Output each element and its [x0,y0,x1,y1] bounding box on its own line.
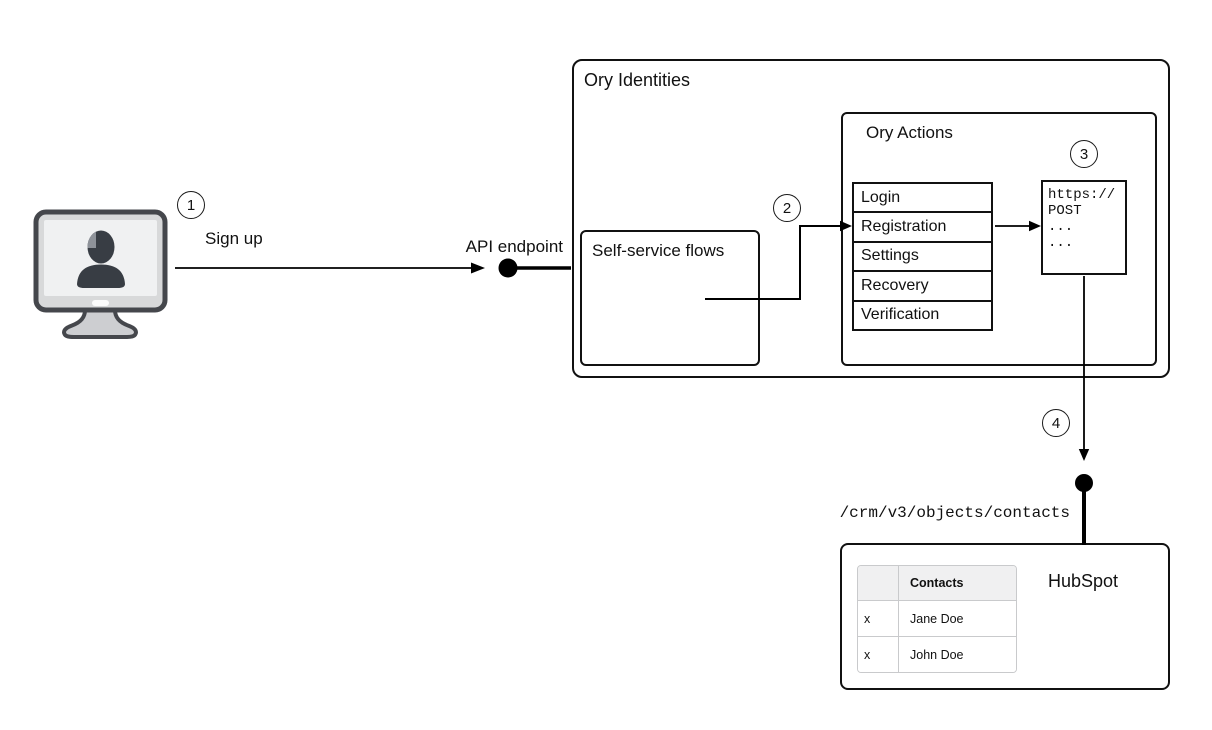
webhook-line-url: https:// [1048,187,1116,203]
webhook-line-method: POST [1048,203,1082,219]
step-4-number: 4 [1051,414,1061,432]
ory-identities-box [572,59,1170,378]
contacts-table: Contacts x Jane Doe x John Doe [857,565,1017,673]
hubspot-box: HubSpot Contacts x Jane Doe x John Doe [840,543,1170,690]
step-1-number: 1 [186,196,196,214]
step-4-badge: 4 [1042,409,1070,437]
monitor-user-icon [33,209,168,339]
contacts-table-header-row: Contacts [858,566,1016,600]
step-3-badge: 3 [1070,140,1098,168]
arrow-signup-to-endpoint [175,262,485,274]
self-service-flows-title: Self-service flows [592,241,725,260]
api-endpoint-node-dot [498,258,518,278]
monitor-stand [62,308,138,339]
step-3-number: 3 [1079,145,1089,163]
contact-name: Jane Doe [910,611,964,626]
flow-item-verification: Verification [861,306,940,324]
contact-name: John Doe [910,647,964,662]
ory-actions-box [841,112,1157,366]
hubspot-endpoint-node-dot [1075,474,1093,492]
contact-marker: x [858,601,899,636]
crm-endpoint-path: /crm/v3/objects/contacts [839,504,1070,522]
flow-item-settings: Settings [854,243,991,273]
user-silhouette-highlight [87,230,96,248]
flow-item-login: Login [854,184,991,214]
webhook-line-ellipsis-2: ... [1048,235,1074,251]
contacts-header-cell: Contacts [910,576,964,590]
flow-item-registration: Registration [854,213,991,243]
ory-actions-title: Ory Actions [866,123,953,142]
self-service-flows-box [580,230,760,366]
signup-label: Sign up [205,229,263,248]
contact-marker: x [858,637,899,672]
step-2-number: 2 [782,199,792,217]
step-2-badge: 2 [773,194,801,222]
monitor-button [92,300,109,306]
user-silhouette-shoulders [77,264,125,288]
api-endpoint-label: API endpoint [465,237,563,256]
ory-identities-title: Ory Identities [584,70,691,90]
flow-list: Login Registration Settings Recovery Ver… [852,182,993,331]
contact-row-jane: x Jane Doe [858,600,1016,636]
step-1-badge: 1 [177,191,205,219]
webhook-request-box: https:// POST ... ... [1041,180,1127,275]
hubspot-title: HubSpot [1048,571,1119,591]
contacts-header-marker-cell [858,566,899,600]
contact-row-john: x John Doe [858,636,1016,672]
flow-item-recovery: Recovery [854,272,991,302]
webhook-line-ellipsis-1: ... [1048,219,1074,235]
